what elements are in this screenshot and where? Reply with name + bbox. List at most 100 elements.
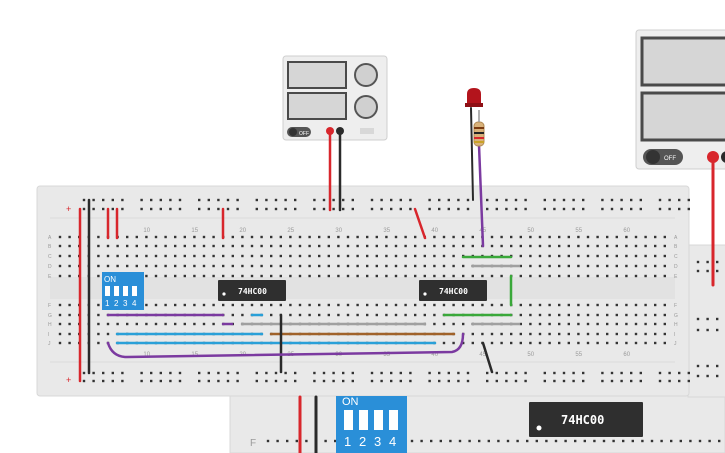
breadboard-hole[interactable] — [324, 439, 327, 443]
breadboard-hole[interactable] — [468, 439, 471, 443]
breadboard-hole[interactable] — [696, 374, 700, 378]
breadboard-hole[interactable] — [250, 274, 254, 278]
power-supply-small[interactable]: OFF — [282, 55, 388, 141]
breadboard-hole[interactable] — [97, 313, 100, 317]
rail-hole[interactable] — [524, 207, 527, 211]
breadboard-hole[interactable] — [596, 254, 599, 258]
psu-voltage-knob[interactable] — [354, 63, 378, 87]
rail-hole[interactable] — [668, 198, 671, 202]
breadboard-hole[interactable] — [106, 264, 110, 268]
breadboard-hole[interactable] — [414, 313, 417, 317]
rail-hole[interactable] — [150, 379, 153, 383]
rail-hole[interactable] — [687, 371, 690, 375]
breadboard-hole[interactable] — [564, 439, 567, 443]
rail-hole[interactable] — [447, 198, 450, 202]
breadboard-hole[interactable] — [596, 303, 599, 307]
rail-hole[interactable] — [294, 371, 297, 375]
breadboard-hole[interactable] — [276, 439, 279, 443]
rail-hole[interactable] — [601, 379, 604, 383]
rail-hole[interactable] — [82, 198, 86, 202]
breadboard-hole[interactable] — [404, 274, 407, 278]
breadboard-hole[interactable] — [654, 322, 657, 326]
rail-hole[interactable] — [447, 379, 450, 383]
breadboard-hole[interactable] — [471, 341, 474, 345]
breadboard-hole[interactable] — [490, 274, 494, 278]
breadboard-hole[interactable] — [433, 254, 436, 258]
breadboard-hole[interactable] — [68, 303, 71, 307]
breadboard-hole[interactable] — [202, 244, 206, 248]
breadboard-hole[interactable] — [97, 274, 100, 278]
breadboard-hole[interactable] — [366, 235, 369, 239]
breadboard-hole[interactable] — [644, 303, 647, 307]
breadboard-hole[interactable] — [644, 332, 647, 336]
breadboard-hole[interactable] — [318, 303, 321, 307]
breadboard-hole[interactable] — [337, 303, 340, 307]
wire-red-chip2-vcc[interactable] — [413, 207, 427, 240]
breadboard-hole[interactable] — [68, 274, 71, 278]
rail-hole[interactable] — [294, 198, 297, 202]
breadboard-hole[interactable] — [414, 274, 417, 278]
breadboard-hole[interactable] — [423, 303, 426, 307]
breadboard-hole[interactable] — [596, 274, 599, 278]
breadboard-hole[interactable] — [279, 235, 282, 239]
breadboard-hole[interactable] — [154, 235, 158, 239]
rail-hole[interactable] — [687, 207, 690, 211]
breadboard-hole[interactable] — [548, 254, 551, 258]
rail-hole[interactable] — [390, 207, 393, 211]
breadboard-hole[interactable] — [615, 254, 618, 258]
breadboard-hole[interactable] — [154, 303, 158, 307]
breadboard-hole[interactable] — [634, 254, 638, 258]
rail-hole[interactable] — [639, 379, 642, 383]
breadboard-hole[interactable] — [558, 303, 561, 307]
breadboard-hole[interactable] — [202, 322, 206, 326]
rail-hole[interactable] — [390, 198, 393, 202]
breadboard-hole[interactable] — [654, 244, 657, 248]
breadboard-hole[interactable] — [586, 332, 590, 336]
rail-hole[interactable] — [495, 371, 498, 375]
breadboard-hole[interactable] — [385, 235, 388, 239]
breadboard-hole[interactable] — [606, 313, 609, 317]
breadboard-hole[interactable] — [452, 303, 455, 307]
breadboard-hole[interactable] — [289, 274, 292, 278]
breadboard-hole[interactable] — [529, 254, 532, 258]
breadboard-hole[interactable] — [385, 303, 388, 307]
rail-hole[interactable] — [514, 371, 518, 375]
rail-hole[interactable] — [140, 379, 143, 383]
breadboard-hole[interactable] — [145, 322, 148, 326]
rail-hole[interactable] — [284, 379, 287, 383]
rail-hole[interactable] — [92, 379, 95, 383]
breadboard-hole[interactable] — [327, 254, 330, 258]
breadboard-hole[interactable] — [718, 439, 721, 443]
breadboard-hole[interactable] — [545, 439, 548, 443]
rail-hole[interactable] — [255, 371, 258, 375]
breadboard-hole[interactable] — [174, 235, 177, 239]
breadboard-hole[interactable] — [334, 439, 337, 443]
rail-hole[interactable] — [198, 379, 201, 383]
breadboard-hole[interactable] — [183, 303, 186, 307]
breadboard-hole[interactable] — [490, 235, 494, 239]
breadboard-hole[interactable] — [298, 235, 302, 239]
breadboard-hole[interactable] — [548, 235, 551, 239]
breadboard-hole[interactable] — [145, 274, 148, 278]
breadboard-hole[interactable] — [538, 303, 542, 307]
breadboard-hole[interactable] — [679, 439, 682, 443]
breadboard-hole[interactable] — [577, 274, 580, 278]
rail-hole[interactable] — [562, 207, 566, 211]
breadboard-hole[interactable] — [538, 264, 542, 268]
breadboard-hole[interactable] — [97, 332, 100, 336]
dip-switch-secondary[interactable]: ON 1 2 3 4 — [336, 396, 407, 453]
rail-hole[interactable] — [495, 198, 498, 202]
breadboard-hole[interactable] — [250, 303, 254, 307]
breadboard-hole[interactable] — [308, 303, 311, 307]
breadboard-hole[interactable] — [538, 313, 542, 317]
breadboard-hole[interactable] — [519, 341, 522, 345]
breadboard-hole[interactable] — [478, 439, 481, 443]
rail-hole[interactable] — [332, 379, 335, 383]
breadboard-hole[interactable] — [615, 332, 618, 336]
rail-hole[interactable] — [265, 198, 268, 202]
breadboard-hole[interactable] — [423, 313, 426, 317]
rail-hole[interactable] — [572, 371, 575, 375]
rail-hole[interactable] — [553, 207, 556, 211]
breadboard-hole[interactable] — [481, 303, 484, 307]
breadboard-hole[interactable] — [174, 303, 177, 307]
